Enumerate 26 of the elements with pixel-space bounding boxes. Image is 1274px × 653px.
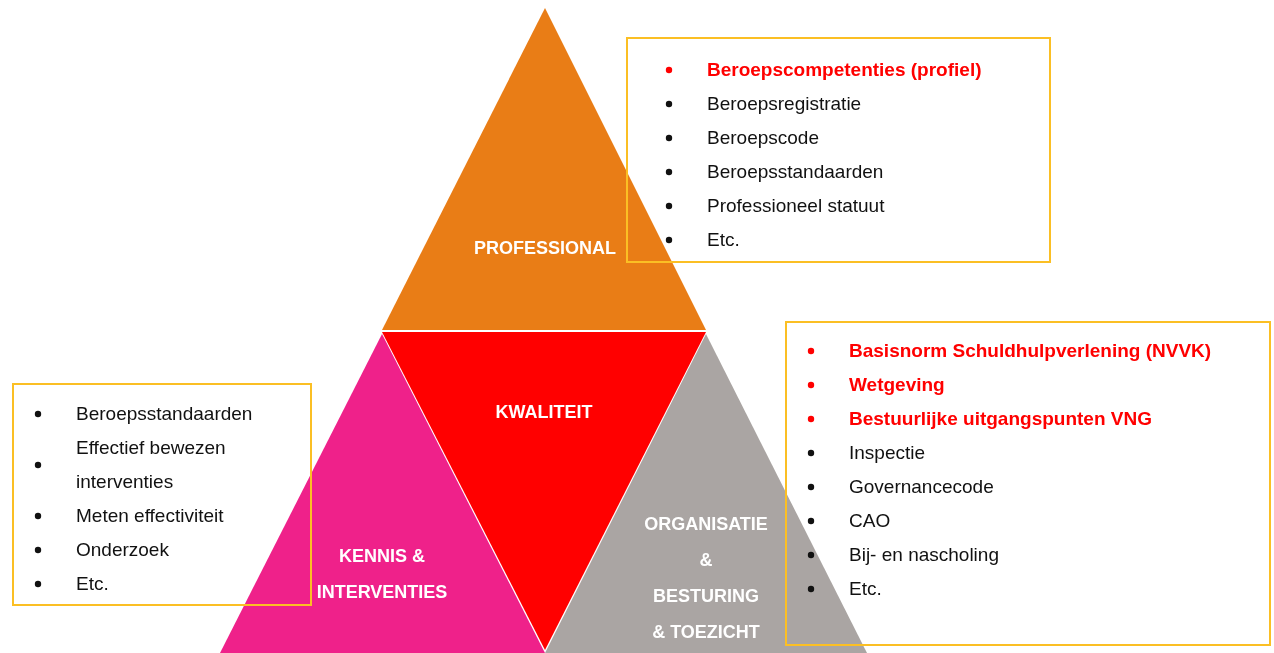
list-item-text: Etc.	[707, 229, 740, 250]
list-item-text: Professioneel statuut	[707, 195, 885, 216]
list-item-text: Inspectie	[849, 442, 926, 463]
segment-label: PROFESSIONAL	[473, 237, 617, 260]
list-item-text: Etc.	[76, 573, 109, 594]
list-item-text: Beroepscompetenties (profiel)	[707, 59, 982, 80]
list-item-text: Beroepscode	[707, 127, 819, 148]
list-item-text: Basisnorm Schuldhulpverlening (NVVK)	[849, 340, 1212, 361]
bullet-list-box	[626, 37, 1051, 263]
bullet-list-box	[785, 321, 1271, 646]
bullet-list-box	[12, 383, 312, 606]
list-item-text: Beroepsstandaarden	[76, 403, 253, 424]
segment-label: KENNIS & INTERVENTIES	[316, 545, 448, 604]
list-item-text: Beroepsstandaarden	[707, 161, 884, 182]
list-item-text: Bij- en nascholing	[849, 544, 999, 565]
list-item-text: Meten effectiviteit	[76, 505, 224, 526]
segment-label: ORGANISATIE & BESTURING & TOEZICHT	[644, 513, 768, 644]
list-item-text: Beroepsregistratie	[707, 93, 862, 114]
list-item-text: Bestuurlijke uitgangspunten VNG	[849, 408, 1152, 429]
list-item-text: Etc.	[849, 578, 882, 599]
list-item-text: Governancecode	[849, 476, 994, 497]
list-item-text: Onderzoek	[76, 539, 169, 560]
list-item-text: Effectief bewezen interventies	[76, 437, 226, 492]
list-item-text: Wetgeving	[849, 374, 945, 395]
list-item-text: CAO	[849, 510, 891, 531]
segment-label: KWALITEIT	[494, 401, 594, 424]
